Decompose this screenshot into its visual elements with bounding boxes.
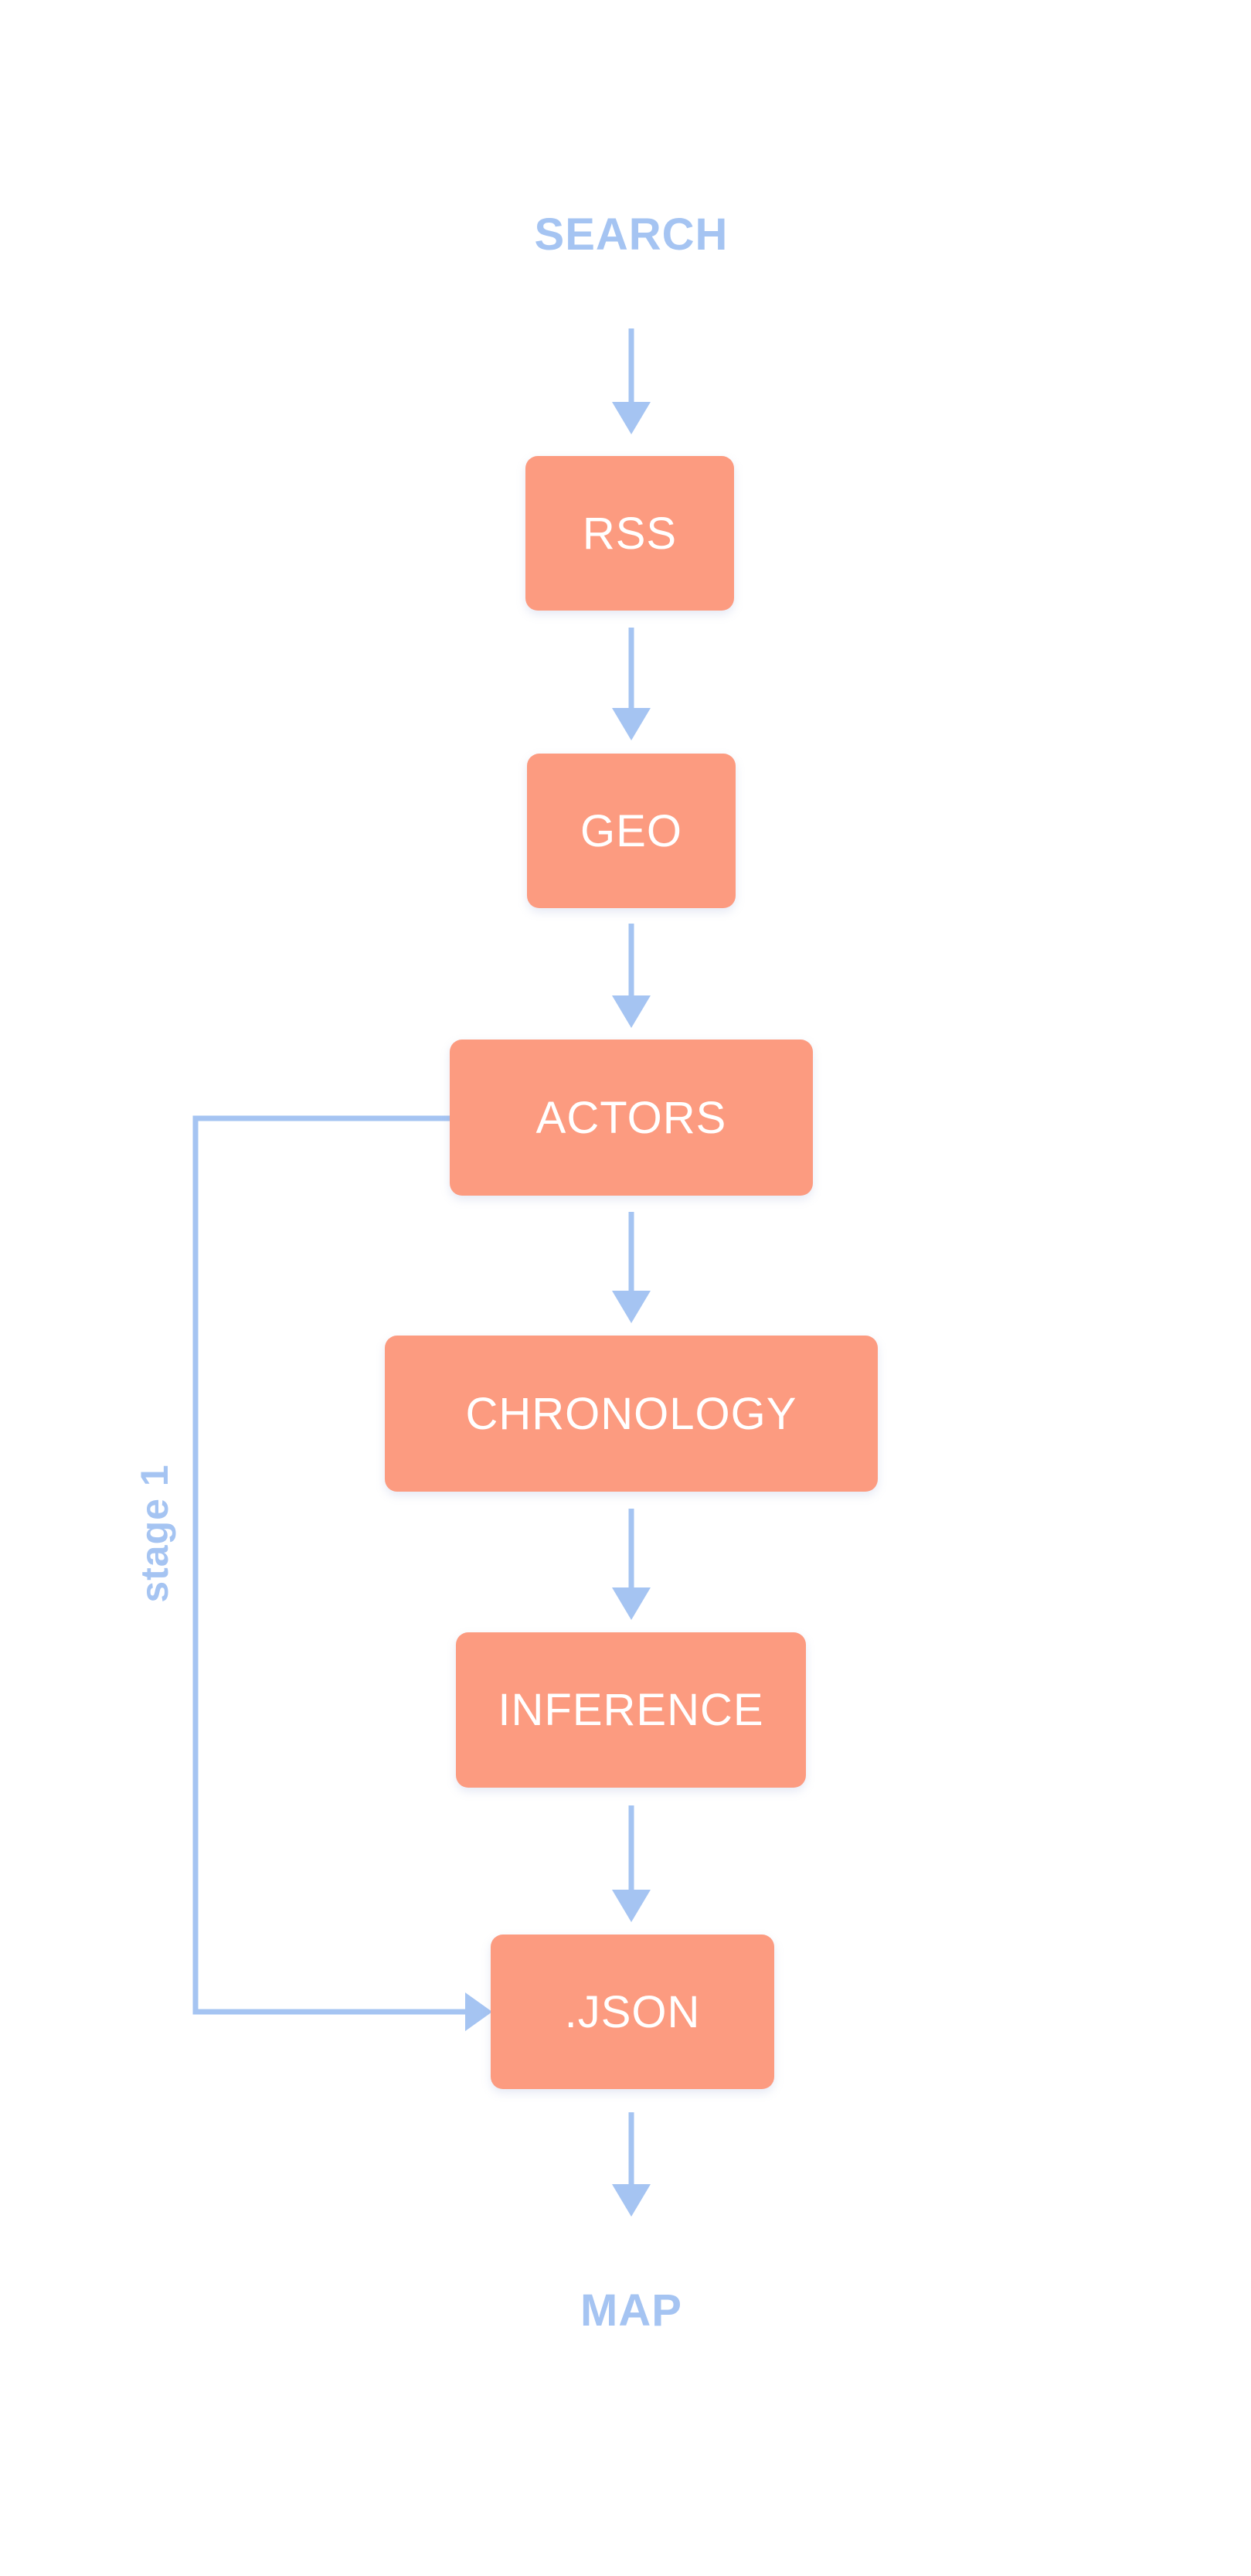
flow-node-json: .JSON xyxy=(491,1935,774,2089)
branch-stage-label: stage 1 xyxy=(133,1464,176,1603)
branch-actors-to-json-icon xyxy=(192,1115,492,2031)
flow-end-title: MAP xyxy=(580,2285,682,2336)
arrow-geo-to-actors-icon xyxy=(612,924,651,1028)
flow-node-geo: GEO xyxy=(527,754,736,908)
flow-start-title: SEARCH xyxy=(534,209,729,260)
arrow-search-to-rss-icon xyxy=(612,328,651,434)
flow-node-chronology: CHRONOLOGY xyxy=(385,1336,878,1492)
arrow-rss-to-geo-icon xyxy=(612,628,651,740)
arrow-chronology-to-inference-icon xyxy=(612,1509,651,1620)
arrow-json-to-map-icon xyxy=(612,2112,651,2217)
arrow-actors-to-chronology-icon xyxy=(612,1212,651,1323)
flow-node-actors: ACTORS xyxy=(450,1040,813,1196)
flow-node-rss: RSS xyxy=(525,456,734,611)
flow-node-inference: INFERENCE xyxy=(456,1632,806,1788)
arrow-inference-to-json-icon xyxy=(612,1805,651,1922)
